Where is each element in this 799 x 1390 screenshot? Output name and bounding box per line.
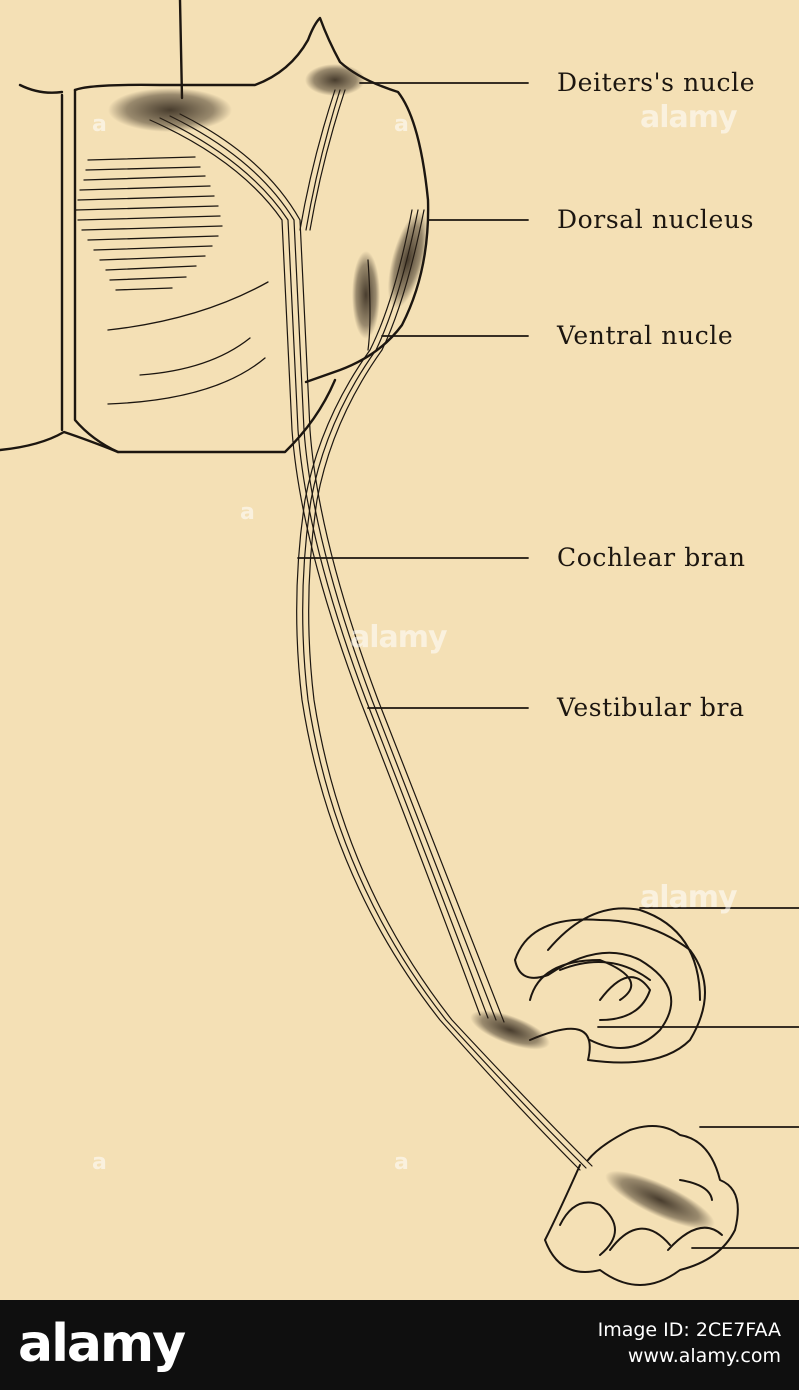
watermark-mark: a bbox=[394, 112, 409, 137]
label-dorsal-nucleus: Dorsal nucleus bbox=[557, 205, 755, 234]
watermark: alamy bbox=[350, 620, 448, 655]
stock-footer: alamy Image ID: 2CE7FAA www.alamy.com bbox=[0, 1300, 799, 1390]
hatched-region bbox=[75, 156, 269, 405]
brainstem-outline bbox=[0, 0, 430, 454]
site-url: www.alamy.com bbox=[627, 1345, 781, 1367]
nerve-fibres bbox=[149, 89, 593, 1171]
label-ventral-nucleus: Ventral nucle bbox=[557, 321, 734, 350]
nerve-diagram bbox=[0, 0, 799, 1286]
watermark-mark: a bbox=[92, 1150, 107, 1175]
watermark: alamy bbox=[640, 100, 738, 135]
alamy-logo: alamy bbox=[18, 1314, 186, 1374]
illustration-plate: Deiters's nucle Dorsal nucleus Ventral n… bbox=[0, 0, 799, 1286]
vestibular-organ bbox=[514, 907, 706, 1064]
label-vestibular-branch: Vestibular bra bbox=[557, 693, 745, 722]
watermark: alamy bbox=[640, 880, 738, 915]
watermark-mark: a bbox=[240, 500, 255, 525]
watermark-mark: a bbox=[92, 112, 107, 137]
image-id: Image ID: 2CE7FAA bbox=[597, 1319, 781, 1341]
label-cochlear-branch: Cochlear bran bbox=[557, 543, 746, 572]
nuclei bbox=[108, 64, 715, 1230]
leader-lines bbox=[297, 82, 799, 1249]
watermark-mark: a bbox=[394, 1150, 409, 1175]
cochlear-organ bbox=[544, 1125, 739, 1286]
label-deiters-nucleus: Deiters's nucle bbox=[557, 68, 756, 97]
